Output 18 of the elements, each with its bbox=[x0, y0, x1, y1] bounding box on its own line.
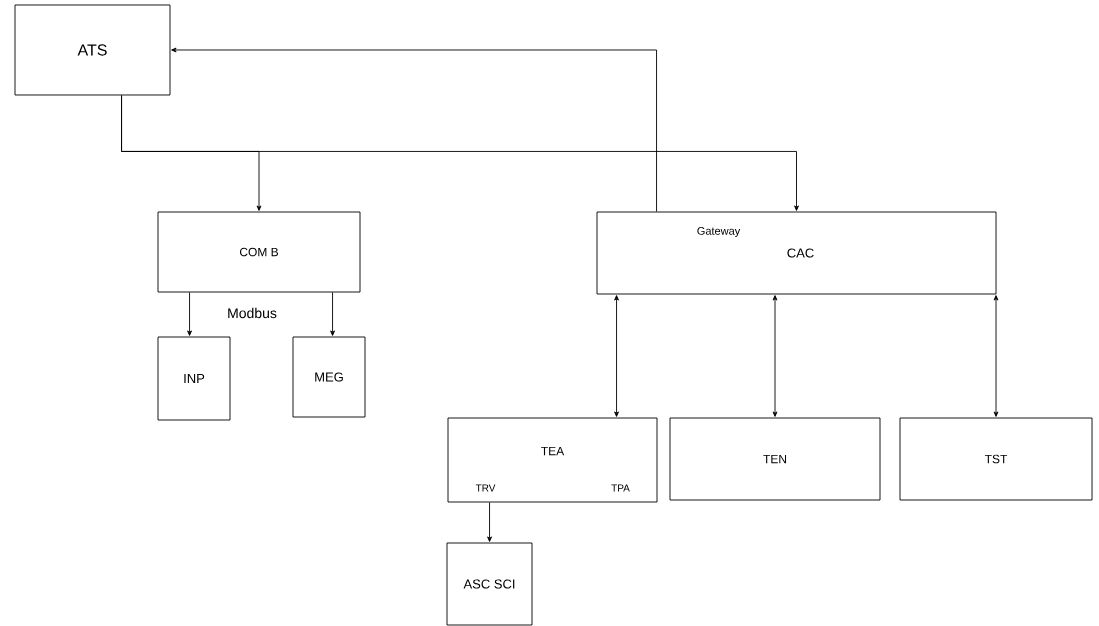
protocol-label: Modbus bbox=[228, 307, 277, 319]
process-box: MEG bbox=[292, 336, 366, 418]
process-box: TST bbox=[899, 417, 1093, 501]
arrow bbox=[187, 292, 192, 336]
arrow bbox=[772, 295, 778, 417]
process-box: TEA TRV TPA bbox=[447, 417, 658, 503]
arrow bbox=[171, 47, 657, 212]
arrow bbox=[121, 95, 799, 211]
arrow bbox=[614, 295, 619, 417]
arrow bbox=[330, 292, 335, 336]
process-box: TEN bbox=[669, 417, 881, 501]
process-box: ATS bbox=[14, 4, 171, 96]
arrow bbox=[993, 295, 999, 417]
process-box: ASC SCI bbox=[446, 542, 533, 626]
process-box: Gateway CAC bbox=[596, 211, 997, 295]
process-box: INP bbox=[157, 336, 231, 421]
arrow bbox=[487, 502, 492, 542]
process-box: COM B bbox=[157, 211, 361, 293]
